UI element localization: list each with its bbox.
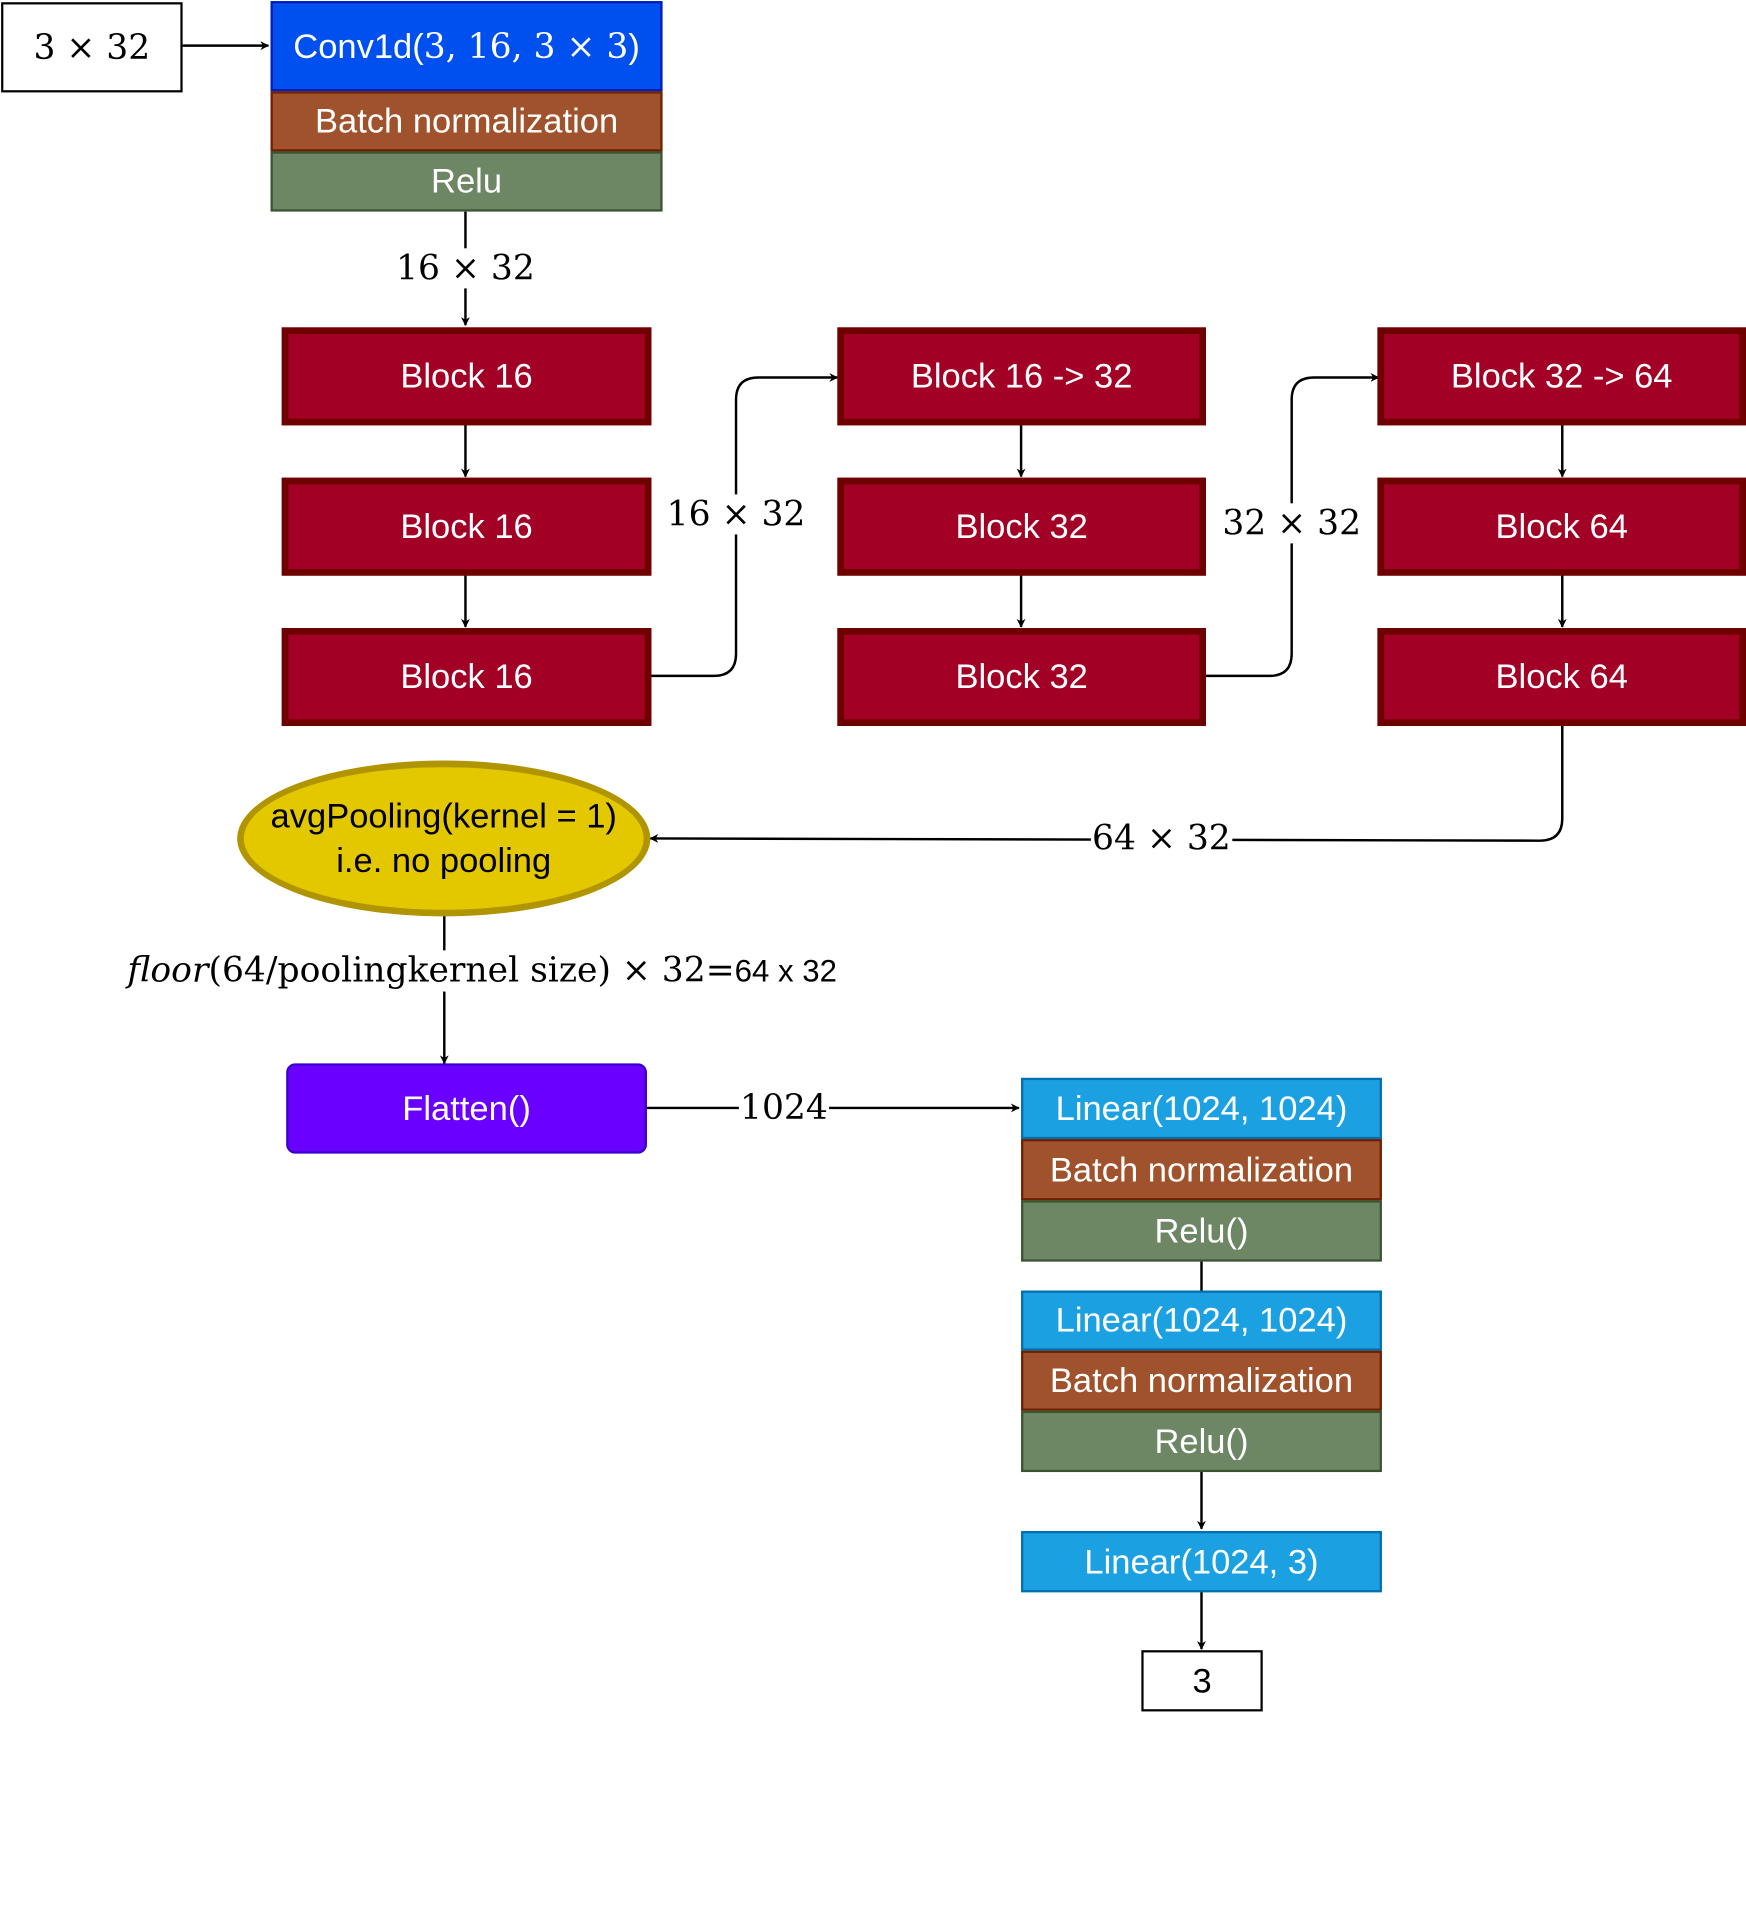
- head2-linear-label: Linear(1024, 1024): [1055, 1300, 1348, 1340]
- edge-label-col3-out: 64 × 32: [1090, 818, 1232, 859]
- block-col2-3: Block 32: [837, 628, 1206, 726]
- block-label: Block 32 -> 64: [1450, 356, 1673, 396]
- block-label: Block 16: [400, 356, 533, 396]
- edge-label-stem-out: 16 × 32: [394, 248, 536, 289]
- head1-linear-layer: Linear(1024, 1024): [1021, 1077, 1382, 1140]
- block-col1-2: Block 16: [281, 477, 652, 576]
- block-col3-2: Block 64: [1377, 477, 1746, 576]
- output-shape-label: 3: [1192, 1660, 1212, 1700]
- block-col1-1: Block 16: [281, 327, 652, 426]
- head1-linear-label: Linear(1024, 1024): [1055, 1088, 1348, 1128]
- input-shape-label: 3 × 32: [33, 27, 151, 68]
- flatten-label: Flatten(): [402, 1088, 531, 1128]
- avg-pooling-node: avgPooling(kernel = 1) i.e. no pooling: [237, 760, 651, 917]
- conv1d-prefix: Conv1d(: [293, 26, 424, 66]
- flatten-node: Flatten(): [286, 1063, 647, 1154]
- head1-relu-label: Relu(): [1154, 1210, 1249, 1250]
- block-label: Block 32: [955, 656, 1088, 696]
- pool-out-result: 64 x 32: [734, 953, 837, 989]
- head2-batchnorm-label: Batch normalization: [1049, 1360, 1354, 1400]
- conv1d-layer: Conv1d( 3, 16, 3 × 3 ): [270, 1, 663, 92]
- pooling-line-2: i.e. no pooling: [336, 840, 552, 880]
- stem-relu-layer: Relu: [270, 151, 663, 212]
- head2-linear-layer: Linear(1024, 1024): [1021, 1290, 1382, 1351]
- output-shape-box: 3: [1141, 1650, 1263, 1712]
- edge-label-col2-out: 32 × 32: [1221, 503, 1363, 544]
- head1-batchnorm-layer: Batch normalization: [1021, 1139, 1382, 1201]
- stem-batchnorm-label: Batch normalization: [314, 101, 619, 141]
- block-label: Block 16 -> 32: [910, 356, 1133, 396]
- conv1d-suffix: ): [628, 26, 640, 66]
- head2-batchnorm-layer: Batch normalization: [1021, 1350, 1382, 1411]
- edge-c3-pool: [649, 724, 1564, 843]
- final-linear-label: Linear(1024, 3): [1084, 1541, 1319, 1581]
- block-col1-3: Block 16: [281, 628, 652, 726]
- head2-relu-label: Relu(): [1154, 1421, 1249, 1461]
- block-col3-3: Block 64: [1377, 628, 1746, 726]
- final-linear-layer: Linear(1024, 3): [1021, 1531, 1382, 1593]
- block-col3-1: Block 32 -> 64: [1377, 327, 1746, 426]
- block-label: Block 64: [1495, 656, 1628, 696]
- head1-relu-layer: Relu(): [1021, 1200, 1382, 1262]
- stem-relu-label: Relu: [431, 161, 503, 201]
- edge-label-flatten-out: 1024: [738, 1087, 829, 1128]
- block-col2-1: Block 16 -> 32: [837, 327, 1206, 426]
- edge-label-pool-out: floor(64/poolingkernel size) × 32=64 x 3…: [126, 950, 839, 992]
- block-label: Block 16: [400, 656, 533, 696]
- block-label: Block 16: [400, 506, 533, 546]
- edge-label-col1-out: 16 × 32: [665, 494, 807, 535]
- block-col2-2: Block 32: [837, 477, 1206, 576]
- head1-batchnorm-label: Batch normalization: [1049, 1149, 1354, 1189]
- conv1d-args: 3, 16, 3 × 3: [423, 26, 629, 67]
- pool-out-func: floor: [127, 950, 209, 991]
- block-label: Block 64: [1495, 506, 1628, 546]
- head2-relu-layer: Relu(): [1021, 1410, 1382, 1473]
- pool-out-expr: (64/poolingkernel size) × 32=: [208, 950, 735, 991]
- input-shape-box: 3 × 32: [1, 2, 183, 93]
- block-label: Block 32: [955, 506, 1088, 546]
- pooling-line-1: avgPooling(kernel = 1): [270, 796, 617, 836]
- stem-batchnorm-layer: Batch normalization: [270, 91, 663, 152]
